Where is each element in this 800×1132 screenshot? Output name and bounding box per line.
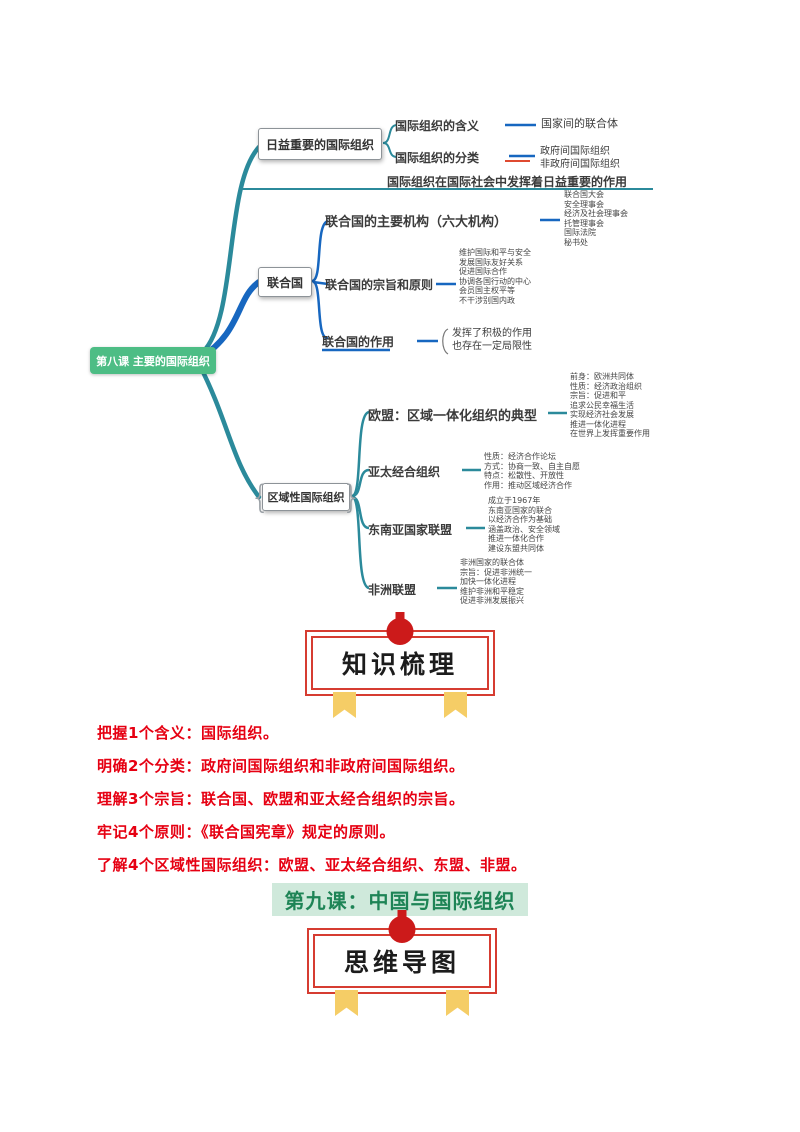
list-line: 涵盖政治、安全领域	[488, 524, 560, 534]
list-line: 维护国际和平与安全	[459, 248, 531, 257]
banner-pin	[395, 612, 405, 622]
subnode-un-purpose: 联合国的宗旨和原则	[325, 278, 434, 292]
subnode-un-role: 联合国的作用	[322, 335, 395, 349]
root-node: 第八课 主要的国际组织	[90, 347, 216, 374]
list-line: 方式：协商一致、自主自愿	[484, 461, 580, 471]
list-line: 建设东盟共同体	[488, 543, 544, 553]
list-line: 实现经济社会发展	[570, 410, 634, 419]
subnode-apec: 亚太经合组织	[368, 465, 441, 479]
list-line: 秘书处	[564, 237, 588, 247]
list-line: 经济及社会理事会	[564, 209, 628, 218]
subnode-un-purpose-list: 维护国际和平与安全 发展国际友好关系 促进国际合作 协调各国行动的中心 会员国主…	[459, 248, 531, 305]
list-line: 加快一体化进程	[460, 577, 516, 586]
list-line: 特点：松散性、开放性	[484, 471, 564, 480]
detail-line: 也存在一定局限性	[452, 341, 532, 352]
subnode-meaning: 国际组织的含义	[395, 119, 480, 133]
list-line: 促进非洲发展振兴	[460, 596, 524, 605]
summary-line: 了解4个区域性国际组织：欧盟、亚太经合组织、东盟、非盟。	[97, 856, 527, 874]
knowledge-banner: 知识梳理	[305, 612, 495, 718]
list-line: 宗旨：促进非洲统一	[460, 567, 532, 577]
list-line: 联合国大会	[564, 190, 604, 199]
subnode-asean: 东南亚国家联盟	[368, 523, 453, 537]
summary-line: 牢记4个原则：《联合国宪章》规定的原则。	[97, 823, 395, 841]
subnode-un-role-detail: 发挥了积极的作用 也存在一定局限性	[452, 327, 532, 353]
subnode-eu: 欧盟：区域一体化组织的典型	[368, 409, 538, 424]
detail-line: 发挥了积极的作用	[452, 328, 532, 339]
list-line: 非洲国家的联合体	[460, 558, 524, 567]
list-line: 协调各国行动的中心	[459, 276, 531, 286]
branch-node-regional-orgs: 区域性国际组织	[250, 478, 362, 516]
list-line: 东南亚国家的联合	[488, 505, 552, 515]
list-line: 成立于1967年	[488, 496, 541, 505]
mindmap: 第八课 主要的国际组织 日益重要的国际组织 国际组织的含义 国家间的联合体 国际…	[0, 0, 800, 620]
list-line: 宗旨：促进和平	[570, 391, 626, 400]
red-dot-icon	[388, 916, 416, 943]
red-dot-icon	[386, 618, 414, 645]
list-line: 性质：经济合作论坛	[484, 452, 556, 461]
summary-line: 把握1个含义：国际组织。	[97, 724, 279, 742]
list-line: 在世界上发挥重要作用	[570, 429, 650, 438]
ribbon-icon	[446, 990, 469, 1016]
subnode-apec-list: 性质：经济合作论坛 方式：协商一致、自主自愿 特点：松散性、开放性 作用：推动区…	[484, 452, 580, 490]
summary-line: 明确2个分类：政府间国际组织和非政府间国际组织。	[97, 757, 465, 775]
banner-pin	[397, 910, 407, 920]
list-line: 推进一体化进程	[570, 419, 626, 429]
ribbon-icon	[333, 692, 356, 718]
subnode-meaning-detail: 国家间的联合体	[541, 117, 618, 130]
branch-node-important-orgs: 日益重要的国际组织	[258, 128, 382, 160]
subnode-growing-role: 国际组织在国际社会中发挥着日益重要的作用	[387, 175, 628, 189]
knowledge-banner-title: 知识梳理	[341, 650, 458, 679]
list-line: 不干涉别国内政	[459, 295, 515, 305]
branch-node-united-nations: 联合国	[258, 267, 312, 297]
summary-line: 理解3个宗旨：联合国、欧盟和亚太经合组织的宗旨。	[97, 790, 465, 808]
subnode-au: 非洲联盟	[368, 583, 417, 597]
list-line: 促进国际合作	[459, 267, 507, 276]
subnode-classification: 国际组织的分类	[395, 151, 480, 165]
list-line: 维护非洲和平稳定	[460, 586, 524, 596]
subnode-classification-detail: 政府间国际组织 非政府间国际组织	[540, 145, 620, 171]
list-line: 作用：推动区域经济合作	[484, 480, 572, 490]
mindmap-banner-title: 思维导图	[343, 948, 460, 977]
list-line: 推进一体化合作	[488, 534, 544, 543]
detail-line: 政府间国际组织	[540, 146, 610, 157]
subnode-un-organs-list: 联合国大会 安全理事会 经济及社会理事会 托管理事会 国际法院 秘书处	[564, 190, 628, 247]
list-line: 性质：经济政治组织	[570, 381, 642, 391]
subnode-eu-list: 前身：欧洲共同体 性质：经济政治组织 宗旨：促进和平 追求公民幸福生活 实现经济…	[570, 372, 650, 439]
list-line: 追求公民幸福生活	[570, 400, 634, 410]
mindmap-banner: 思维导图	[307, 910, 497, 1016]
subnode-au-list: 非洲国家的联合体 宗旨：促进非洲统一 加快一体化进程 维护非洲和平稳定 促进非洲…	[460, 558, 532, 606]
list-line: 会员国主权平等	[459, 286, 515, 295]
list-line: 发展国际友好关系	[459, 257, 523, 267]
ribbon-icon	[444, 692, 467, 718]
list-line: 安全理事会	[564, 199, 604, 209]
list-line: 托管理事会	[564, 218, 604, 228]
detail-line: 非政府间国际组织	[540, 159, 620, 170]
list-line: 以经济合作为基础	[488, 515, 552, 524]
list-line: 前身：欧洲共同体	[570, 372, 634, 381]
list-line: 国际法院	[564, 228, 596, 237]
subnode-un-organs: 联合国的主要机构（六大机构）	[325, 215, 508, 230]
subnode-asean-list: 成立于1967年 东南亚国家的联合 以经济合作为基础 涵盖政治、安全领域 推进一…	[488, 496, 560, 553]
ribbon-icon	[335, 990, 358, 1016]
